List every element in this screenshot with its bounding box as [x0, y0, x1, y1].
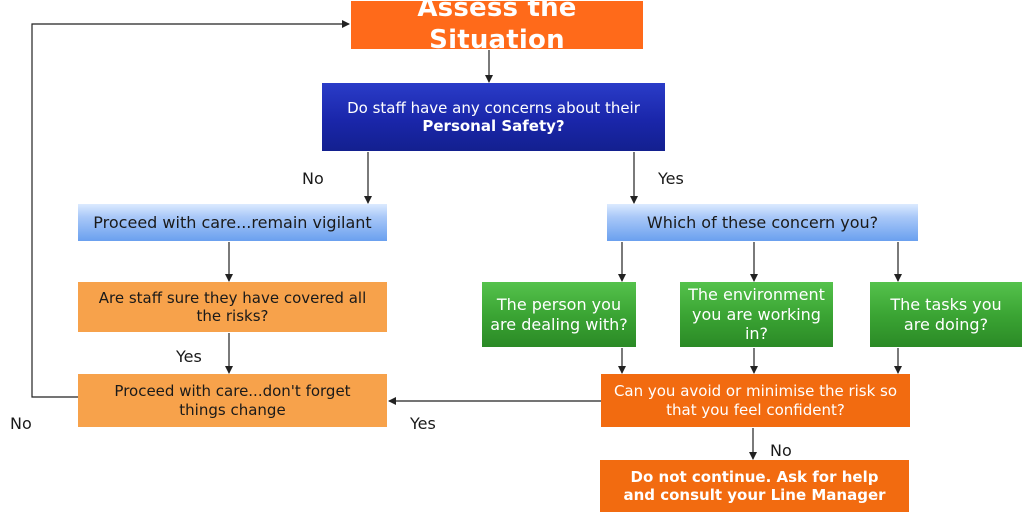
person-text: The person you are dealing with?	[490, 294, 628, 334]
environment-text: The environment you are working in?	[688, 285, 825, 344]
avoid-risk-text: Can you avoid or minimise the risk so th…	[613, 382, 898, 419]
proceed-vigilant-text: Proceed with care...remain vigilant	[93, 212, 372, 232]
personal-safety-line1: Do staff have any concerns about their	[347, 98, 640, 117]
connector-loop-back	[31, 20, 350, 398]
environment-box: The environment you are working in?	[680, 282, 833, 347]
label-no-left: No	[302, 169, 324, 188]
label-yes-covered: Yes	[176, 347, 202, 366]
proceed-vigilant-box: Proceed with care...remain vigilant	[78, 204, 387, 241]
assess-situation-box: Assess the Situation	[351, 0, 643, 55]
assess-situation-text: Assess the Situation	[417, 0, 577, 55]
personal-safety-box: Do staff have any concerns about their P…	[322, 83, 665, 151]
person-box: The person you are dealing with?	[482, 282, 636, 347]
label-no-avoid: No	[770, 441, 792, 460]
tasks-box: The tasks you are doing?	[870, 282, 1022, 347]
label-yes-avoid: Yes	[410, 414, 436, 433]
covered-risks-box: Are staff sure they have covered all the…	[78, 282, 387, 332]
which-concern-text: Which of these concern you?	[646, 212, 879, 232]
tasks-text: The tasks you are doing?	[890, 294, 1002, 334]
proceed-change-text: Proceed with care...don't forget things …	[114, 382, 351, 419]
which-concern-box: Which of these concern you?	[607, 204, 918, 241]
avoid-risk-box: Can you avoid or minimise the risk so th…	[601, 374, 910, 427]
personal-safety-line2: Personal Safety?	[422, 117, 565, 135]
do-not-continue-box: Do not continue. Ask for help and consul…	[600, 460, 909, 512]
label-yes-right: Yes	[658, 169, 684, 188]
label-no-loop: No	[10, 414, 32, 433]
covered-risks-text: Are staff sure they have covered all the…	[98, 288, 367, 325]
proceed-change-box: Proceed with care...don't forget things …	[78, 374, 387, 427]
do-not-continue-text: Do not continue. Ask for help and consul…	[623, 467, 886, 504]
